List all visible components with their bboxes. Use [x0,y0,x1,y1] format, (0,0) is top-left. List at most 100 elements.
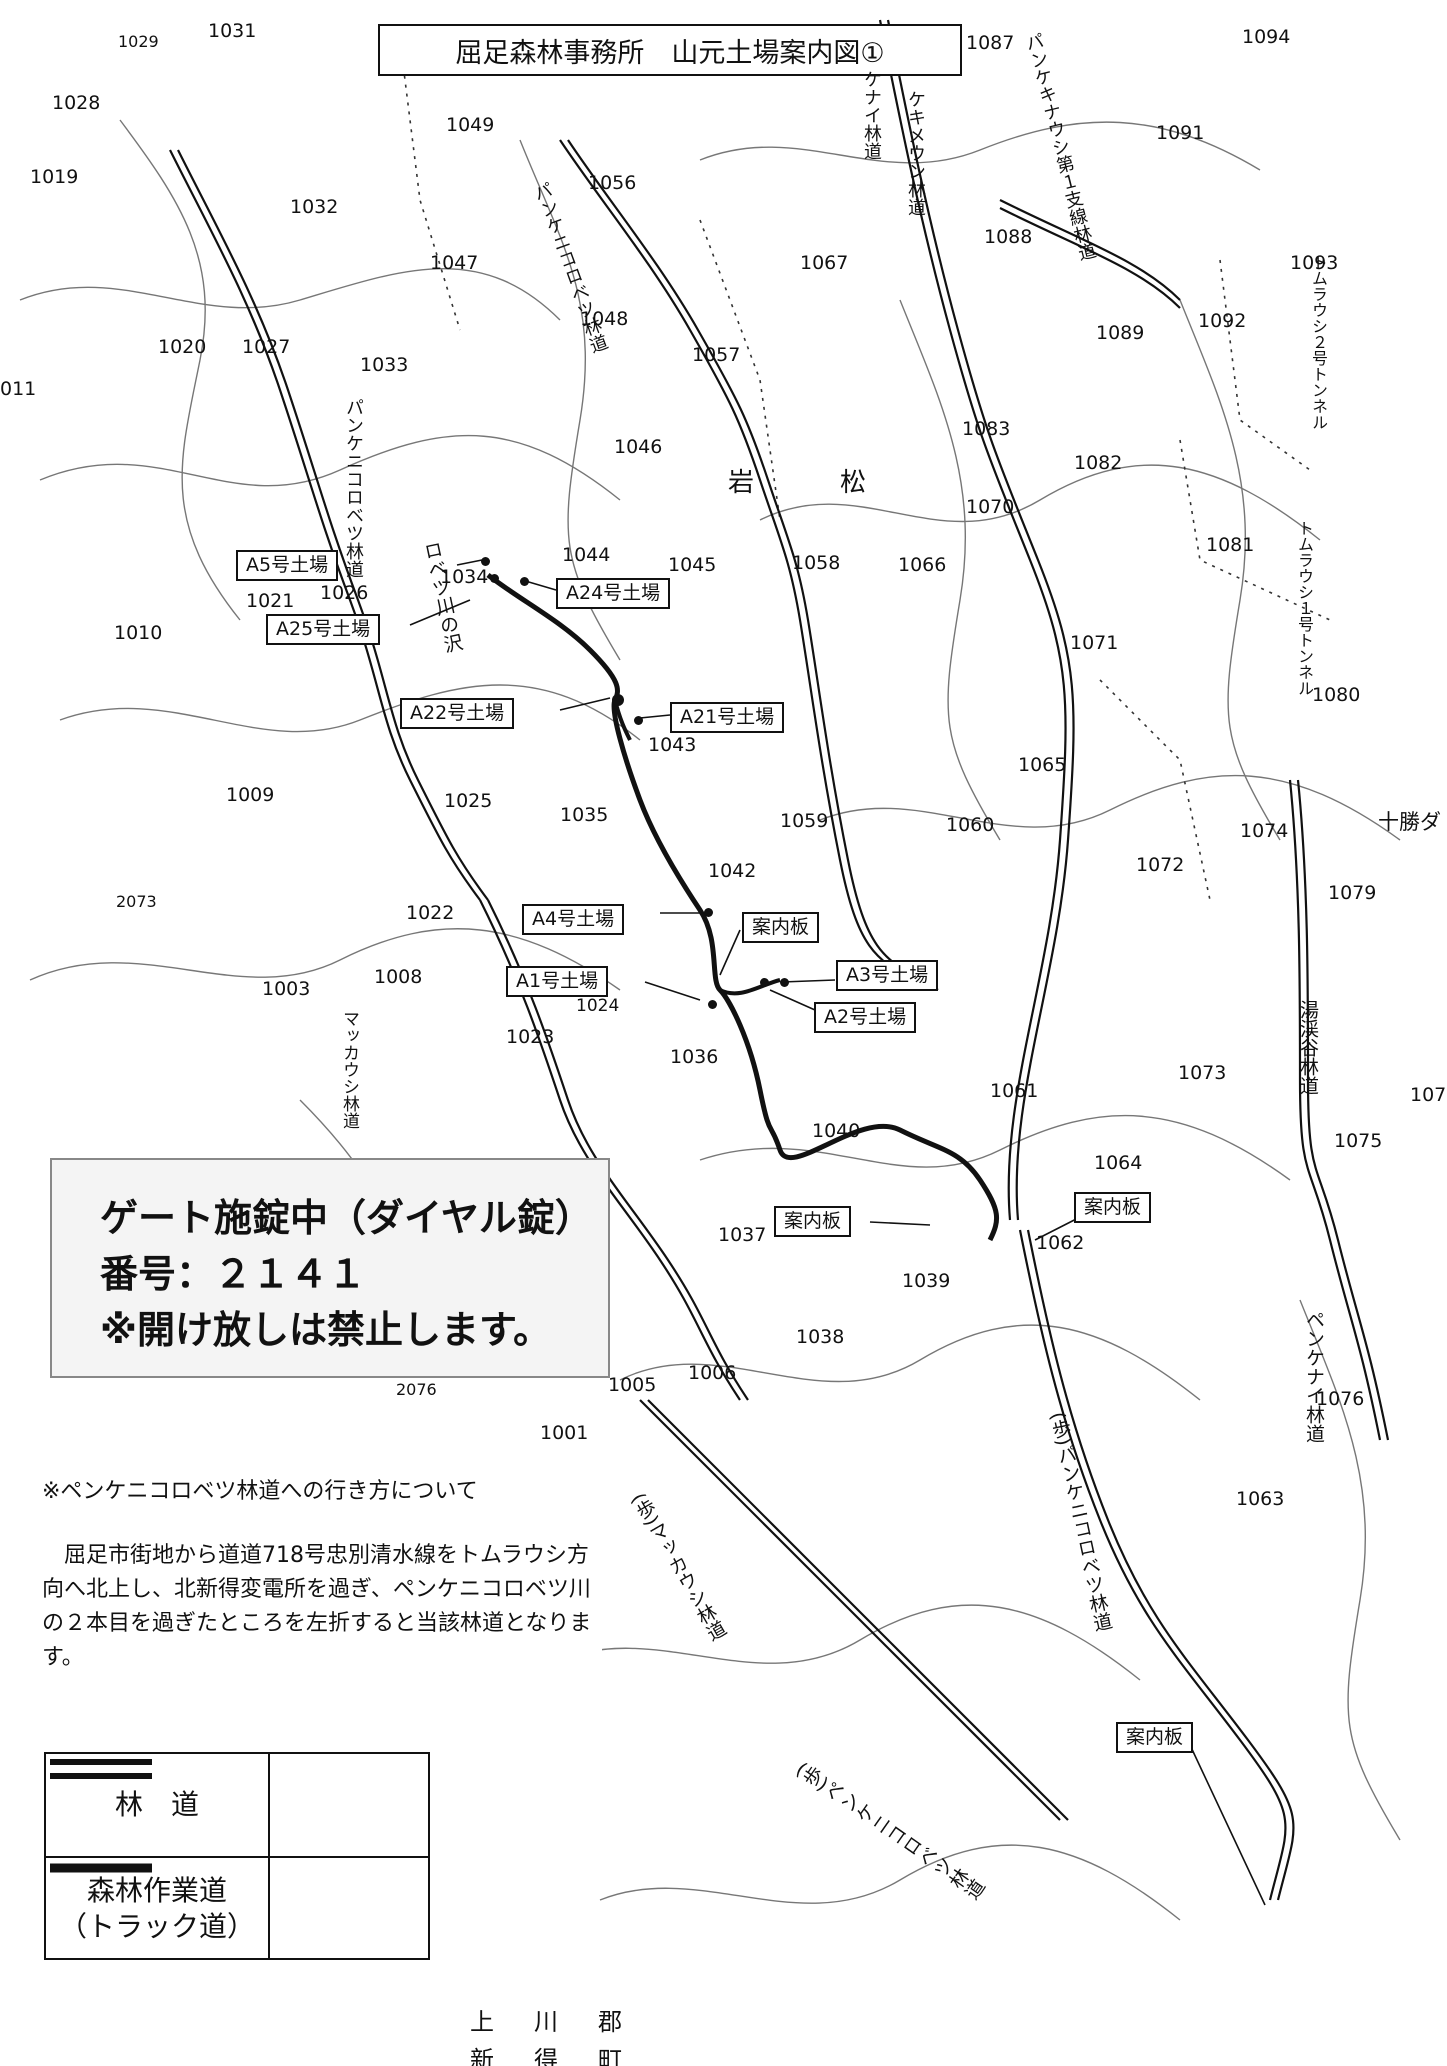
gate-notice-line-3: ※開け放しは禁止します。 [100,1308,552,1352]
compartment-number: 1027 [242,336,291,358]
arrow-signboard-1 [719,929,741,976]
compartment-number: 1043 [648,734,697,756]
compartment-number: 1091 [1156,122,1205,144]
landing-label-a3: A3号土場 [836,960,939,991]
arrow-signboard-2 [869,1221,931,1226]
compartment-number: 1093 [1290,252,1339,274]
forest-road-branch [999,199,1181,301]
compartment-number: 1065 [1018,754,1067,776]
compartment-boundary [399,39,461,331]
contour-line [699,121,1261,171]
compartment-number: 1008 [374,966,423,988]
forest-road-upper [567,139,939,991]
landing-point-a4 [704,908,713,917]
compartment-number: 1059 [780,810,829,832]
compartment-number: 1035 [560,804,609,826]
contour-line [59,684,641,741]
contour-line [759,464,1321,541]
landing-point-a2 [760,978,769,987]
gate-notice-line-1: ゲート施錠中（ダイヤル錠） [100,1196,593,1240]
compartment-number: 1021 [246,590,295,612]
compartment-number: 1022 [406,902,455,924]
compartment-number: 1038 [796,1326,845,1348]
landing-label-a24: A24号土場 [556,578,671,609]
compartment-number: 1070 [966,496,1015,518]
compartment-number: 1067 [800,252,849,274]
arrow-a3 [781,979,836,983]
contour-line [599,1844,1181,1921]
compartment-number: 1062 [1036,1232,1085,1254]
compartment-number: 1045 [668,554,717,576]
legend-label-forest-road: 林 道 [46,1754,270,1856]
landing-point-a22 [612,694,624,706]
legend-row-work-road: 森林作業道 （トラック道） [46,1858,428,1960]
compartment-number: 011 [0,378,37,400]
compartment-boundary [699,219,781,521]
landing-label-a25: A25号土場 [266,614,381,645]
compartment-number: 1028 [52,92,101,114]
legend-symbol-forest-road [50,1754,428,1856]
arrow-signboard-4 [1189,1744,1266,1906]
compartment-boundary [1179,439,1331,621]
road-label: パンケニコロベツ林道 [343,398,364,578]
compartment-number: 1047 [430,252,479,274]
forest-road-upper [559,139,931,991]
arrow-a25 [409,599,471,626]
compartment-number: 1010 [114,622,163,644]
contour-line [19,268,561,321]
forest-road-right [1026,1229,1295,1901]
road-label: ペンケナイ林道 [1303,1310,1325,1443]
compartment-number: 1066 [898,554,947,576]
forest-road-makkaushi [639,1399,1061,1821]
arrow-a22 [559,697,611,711]
gate-notice-line-2: 番号：２１４１ [100,1252,367,1296]
landing-label-a5: A5号土場 [236,550,339,581]
compartment-number: 1025 [444,790,493,812]
compartment-number: 1032 [290,196,339,218]
compartment-number: 1063 [1236,1488,1285,1510]
compartment-number: 2076 [396,1380,437,1399]
landing-point-a25 [490,574,499,583]
compartment-number: 1040 [812,1120,861,1142]
compartment-number: 1087 [966,32,1015,54]
map-legend: 林 道 森林作業道 （トラック道） [44,1752,430,1960]
compartment-number: 1026 [320,582,369,604]
signboard-label: 案内板 [1074,1192,1152,1223]
contour-line [39,434,621,501]
signboard-label: 案内板 [774,1206,852,1237]
road-label: 湯渓谷林道 [1297,1000,1319,1095]
arrow-a1 [644,981,701,1001]
contour-line [819,774,1401,841]
compartment-boundary [1219,259,1311,471]
forest-road-penke-nikoro [177,149,489,901]
compartment-number: 1083 [962,418,1011,440]
compartment-number: 1092 [1198,310,1247,332]
road-label: マッカウシ林道 [339,1010,359,1129]
compartment-number: 1081 [1206,534,1255,556]
directions-note: ※ペンケニコロベツ林道への行き方について 屈足市街地から道道718号忠別清水線を… [42,1475,602,1713]
contour-line [119,119,241,621]
legend-row-forest-road: 林 道 [46,1754,428,1858]
compartment-number: 1020 [158,336,207,358]
place-label-iwa: 岩 [728,468,755,498]
gate-notice: ゲート施錠中（ダイヤル錠） 番号：２１４１ ※開け放しは禁止します。 [50,1158,610,1378]
landing-label-a4: A4号土場 [522,904,625,935]
road-label: ケキメウン林道 [905,90,926,216]
compartment-number: 1009 [226,784,275,806]
compartment-number: 107 [1410,1084,1447,1106]
place-label-matsu: 松 [840,468,867,498]
compartment-number: 1071 [1070,632,1119,654]
compartment-number: 1061 [990,1080,1039,1102]
contour-line [29,928,621,991]
contour-line [899,299,1001,841]
compartment-number: 1058 [792,552,841,574]
arrow-a2 [769,989,816,1011]
compartment-number: 1036 [670,1046,719,1068]
compartment-number: 1031 [208,20,257,42]
compartment-number: 1044 [562,544,611,566]
forest-road-kemeun [886,19,1075,1221]
compartment-number: 1056 [588,172,637,194]
place-label-town: 新 得 町 [470,2046,630,2066]
